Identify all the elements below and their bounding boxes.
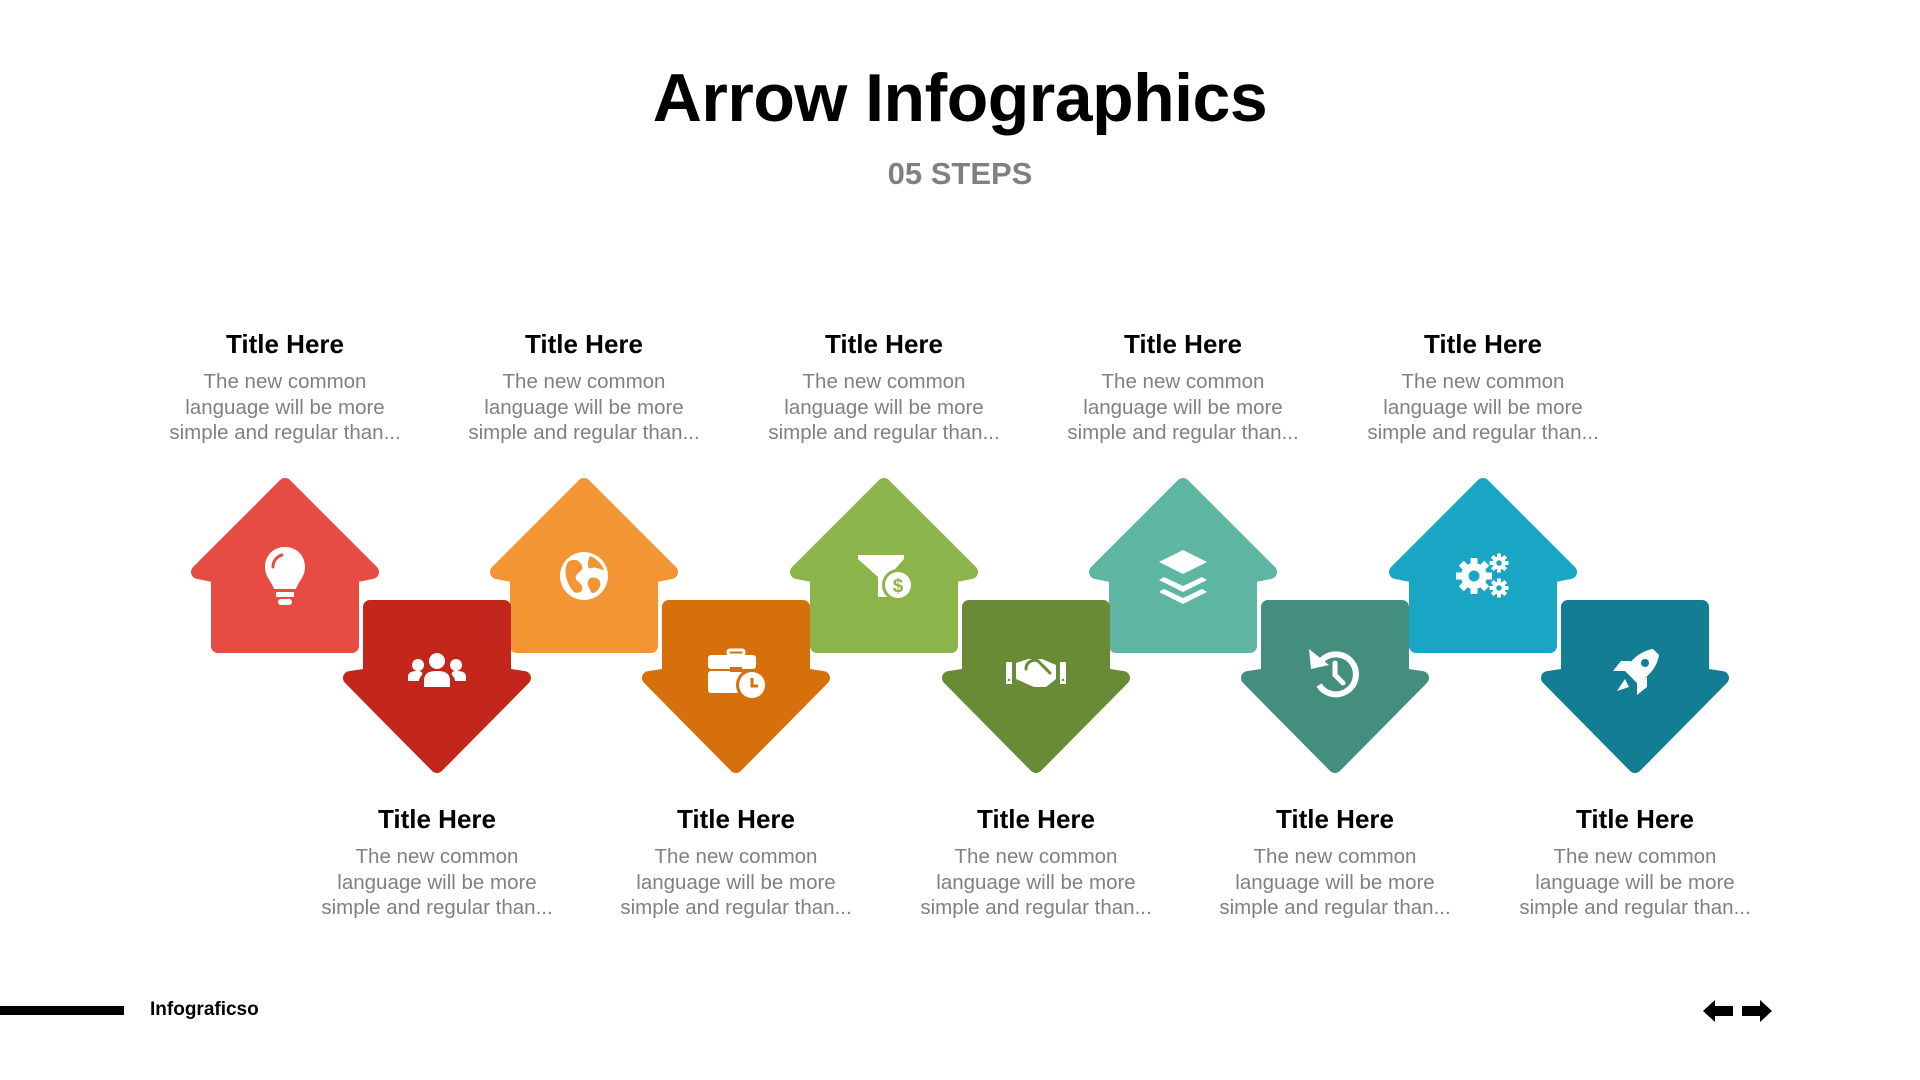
step-description-line: language will be more [1383, 395, 1583, 419]
step-title: Title Here [1275, 804, 1394, 834]
step-description: The new common language will be more sim… [586, 844, 886, 921]
step-description-line: The new common [954, 845, 1118, 868]
step-description-line: language will be more [185, 395, 385, 419]
step-description-line: The new common [203, 370, 367, 393]
step-description-line: The new common [502, 370, 666, 393]
arrow-left-icon[interactable] [1703, 999, 1735, 1023]
step-description-line: The new common [1401, 370, 1565, 393]
step-description-line: The new common [654, 845, 818, 868]
step-title: Title Here [824, 329, 943, 359]
step-description-line: simple and regular than... [1367, 421, 1599, 444]
step-description-line: The new common [355, 845, 519, 868]
gears-icon [1456, 553, 1509, 598]
step-description-line: language will be more [636, 870, 836, 894]
step-description: The new common language will be more sim… [1485, 844, 1785, 921]
step-bottom-5: Title Here The new common language will … [1485, 804, 1785, 921]
footer-brand: Infograficso [150, 999, 259, 1020]
step-title: Title Here [1575, 804, 1694, 834]
step-title: Title Here [225, 329, 344, 359]
step-bottom-1: Title Here The new common language will … [287, 804, 587, 921]
step-title: Title Here [976, 804, 1095, 834]
globe-icon [560, 552, 608, 600]
step-description: The new common language will be more sim… [734, 369, 1034, 446]
step-title: Title Here [377, 804, 496, 834]
step-description-line: simple and regular than... [468, 421, 700, 444]
step-description-line: simple and regular than... [321, 896, 553, 919]
rocket-icon [1613, 649, 1659, 695]
down-arrow-5 [1541, 600, 1729, 773]
step-title: Title Here [676, 804, 795, 834]
step-bottom-3: Title Here The new common language will … [886, 804, 1186, 921]
page-title: Arrow Infographics [652, 60, 1268, 136]
step-description-line: simple and regular than... [620, 896, 852, 919]
svg-text:$: $ [893, 576, 904, 597]
step-description-line: The new common [802, 370, 966, 393]
step-description-line: The new common [1553, 845, 1717, 868]
step-description-line: language will be more [1083, 395, 1283, 419]
step-description-line: language will be more [936, 870, 1136, 894]
step-description-line: simple and regular than... [1519, 896, 1751, 919]
step-top-2: Title Here The new common language will … [434, 329, 734, 446]
footer-accent-bar [0, 1006, 124, 1015]
step-description-line: language will be more [337, 870, 537, 894]
step-description-line: simple and regular than... [920, 896, 1152, 919]
funnel-dollar-icon: $ [858, 555, 914, 601]
layers-icon [1159, 550, 1207, 604]
step-top-3: Title Here The new common language will … [734, 329, 1034, 446]
arrow-right-icon[interactable] [1740, 999, 1772, 1023]
step-description-line: simple and regular than... [1219, 896, 1451, 919]
briefcase-clock-icon [708, 648, 768, 701]
step-description-line: simple and regular than... [768, 421, 1000, 444]
step-top-4: Title Here The new common language will … [1033, 329, 1333, 446]
step-description-line: simple and regular than... [1067, 421, 1299, 444]
step-top-1: Title Here The new common language will … [135, 329, 435, 446]
step-description-line: simple and regular than... [169, 421, 401, 444]
step-bottom-4: Title Here The new common language will … [1185, 804, 1485, 921]
step-description: The new common language will be more sim… [1185, 844, 1485, 921]
users-icon [408, 653, 466, 687]
step-description-line: language will be more [1235, 870, 1435, 894]
step-description-line: The new common [1101, 370, 1265, 393]
step-description: The new common language will be more sim… [434, 369, 734, 446]
step-title: Title Here [524, 329, 643, 359]
step-description-line: The new common [1253, 845, 1417, 868]
down-arrow-4 [1241, 600, 1429, 773]
step-description-line: language will be more [484, 395, 684, 419]
page-subtitle: 05 STEPS [887, 156, 1033, 191]
step-title: Title Here [1423, 329, 1542, 359]
step-description: The new common language will be more sim… [1033, 369, 1333, 446]
step-bottom-2: Title Here The new common language will … [586, 804, 886, 921]
lightbulb-icon [265, 547, 305, 605]
step-description: The new common language will be more sim… [1333, 369, 1633, 446]
step-description: The new common language will be more sim… [135, 369, 435, 446]
history-icon [1309, 649, 1359, 698]
step-description: The new common language will be more sim… [287, 844, 587, 921]
step-title: Title Here [1123, 329, 1242, 359]
step-description: The new common language will be more sim… [886, 844, 1186, 921]
step-description-line: language will be more [1535, 870, 1735, 894]
step-description-line: language will be more [784, 395, 984, 419]
step-top-5: Title Here The new common language will … [1333, 329, 1633, 446]
handshake-icon [1006, 658, 1066, 687]
